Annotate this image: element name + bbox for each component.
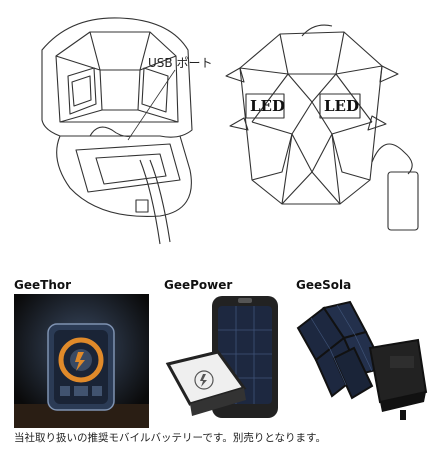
geepower-photo bbox=[160, 292, 285, 428]
geethor-battery-image bbox=[14, 294, 149, 428]
geesola-solar-panel-image bbox=[296, 300, 428, 420]
product-title-geepower: GeePower bbox=[164, 278, 233, 292]
led-backpack-drawing bbox=[225, 24, 419, 231]
product-title-geethor: GeeThor bbox=[14, 278, 72, 292]
geepower-battery-image bbox=[165, 296, 278, 418]
usb-port-label: USB ポート bbox=[148, 56, 213, 70]
led-label-right: LED bbox=[324, 97, 359, 115]
recommendation-caption: 当社取り扱いの推奨モバイルバッテリーです。別売りとなります。 bbox=[14, 432, 326, 444]
open-backpack-drawing bbox=[41, 17, 193, 245]
product-title-geesola: GeeSola bbox=[296, 278, 352, 292]
geesola-photo bbox=[294, 298, 434, 426]
led-label-left: LED bbox=[250, 97, 285, 115]
geethor-photo bbox=[14, 294, 149, 428]
